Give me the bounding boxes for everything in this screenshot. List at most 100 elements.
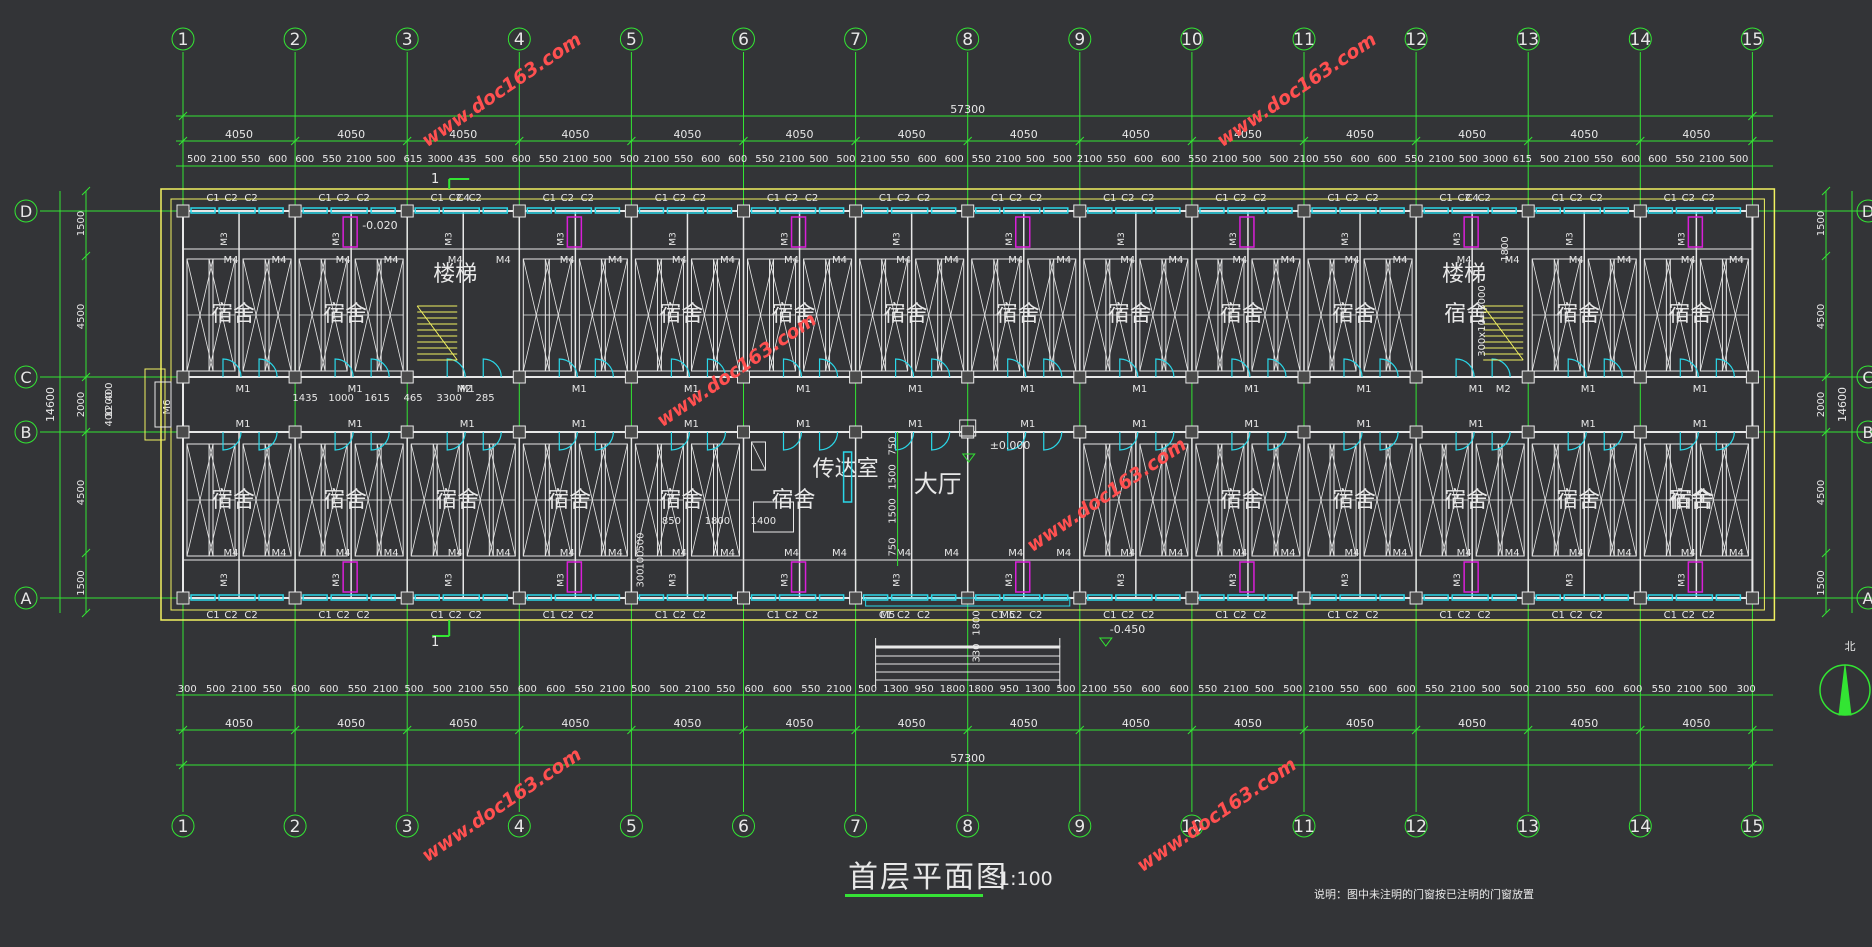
detail-dim-top: 550 xyxy=(1323,154,1342,165)
axis-bubble xyxy=(1856,199,1872,223)
window xyxy=(370,594,396,601)
window-label: C2 xyxy=(1457,610,1470,621)
door-label: M4 xyxy=(336,548,351,559)
corridor-dim: 400 xyxy=(104,407,115,426)
door-label: M1 xyxy=(348,419,363,430)
axis-number-label: 6 xyxy=(738,30,749,50)
door-label: M3 xyxy=(1341,573,1351,587)
window xyxy=(1675,207,1714,214)
window xyxy=(750,207,777,214)
window xyxy=(1535,207,1561,214)
door-label: M4 xyxy=(1457,548,1472,559)
hall-dim: 750 xyxy=(888,436,899,455)
door-swing xyxy=(895,358,915,378)
door-swing xyxy=(782,358,803,378)
window xyxy=(554,207,593,214)
axis-letter-label: A xyxy=(1863,589,1872,608)
window xyxy=(442,207,480,214)
window-label: C2 xyxy=(1682,610,1695,621)
dimension-tick xyxy=(627,136,636,146)
door-label: M4 xyxy=(1345,255,1360,266)
door-label: M4 xyxy=(496,255,511,266)
door-swing xyxy=(258,358,278,378)
dimension-tick xyxy=(1075,725,1085,735)
detail-dim-bottom: 600 xyxy=(1170,684,1189,695)
window xyxy=(1339,207,1377,214)
window xyxy=(666,207,705,214)
axis-number-label: 13 xyxy=(1517,817,1539,837)
axis-bubble xyxy=(619,814,643,838)
detail-dim-bottom: 500 xyxy=(1510,684,1529,695)
window xyxy=(330,594,368,601)
door-label: M3 xyxy=(668,232,678,246)
detail-dim-top: 2100 xyxy=(996,154,1021,165)
room-label-stair: 楼梯 xyxy=(1442,262,1486,287)
room-label-dorm: 宿舍 xyxy=(1220,488,1264,513)
detail-dim-bottom: 550 xyxy=(1340,684,1359,695)
structural-column xyxy=(624,370,638,384)
axis-number-label: 9 xyxy=(1074,817,1085,837)
door-label: M3 xyxy=(332,573,342,587)
door-label: M3 xyxy=(1005,232,1015,246)
side-entrance xyxy=(144,368,166,441)
axis-bubble xyxy=(171,27,195,51)
door-label: M3 xyxy=(1117,573,1127,587)
detail-dim-top: 600 xyxy=(268,154,287,165)
guard-cabinet xyxy=(751,441,766,471)
detail-dim-bottom: 600 xyxy=(546,684,565,695)
door-label: M1 xyxy=(796,419,811,430)
room-label-dorm: 宿舍 xyxy=(323,302,367,327)
door-swing xyxy=(482,358,502,378)
door-label: M3 xyxy=(1565,573,1575,587)
dimension-tick xyxy=(1748,136,1757,146)
door-label: M1 xyxy=(796,384,811,395)
window-label: C2 xyxy=(1457,193,1470,204)
door-label: M1 xyxy=(1132,419,1147,430)
door-swing xyxy=(1343,431,1363,451)
bay-dim-top: 4050 xyxy=(673,128,701,141)
window-label: C2 xyxy=(336,610,349,621)
door-swing xyxy=(818,358,839,378)
door-swing xyxy=(594,358,614,378)
window-label: C1 xyxy=(206,610,219,621)
window-label: C1 xyxy=(543,193,556,204)
door-swing xyxy=(1679,431,1699,451)
window-label: C2 xyxy=(805,193,818,204)
door-label: M4 xyxy=(1168,255,1183,266)
axis-number-label: 13 xyxy=(1517,30,1539,50)
detail-dim-top: 600 xyxy=(512,154,531,165)
axis-bubble xyxy=(844,814,868,838)
door-label: M4 xyxy=(1120,255,1135,266)
hall-dim: 1500 xyxy=(888,498,899,523)
detail-dim-bottom: 950 xyxy=(1000,684,1019,695)
structural-column xyxy=(737,204,750,218)
detail-dim-top: 500 xyxy=(1242,154,1261,165)
window xyxy=(1423,594,1449,601)
detail-dim-bottom: 600 xyxy=(518,684,537,695)
door-label: M4 xyxy=(944,255,959,266)
structural-column xyxy=(1633,204,1647,218)
window-label: C2 xyxy=(1029,610,1042,621)
axis-bubble xyxy=(1180,27,1204,51)
window-label: C2 xyxy=(1009,193,1022,204)
window xyxy=(1563,594,1601,601)
axis-number-label: 4 xyxy=(514,817,525,837)
window xyxy=(1115,594,1153,601)
window xyxy=(190,594,216,601)
window-label: C2 xyxy=(1570,193,1583,204)
axis-letter-label: C xyxy=(20,368,31,387)
door-label: M3 xyxy=(556,573,566,587)
door-swing xyxy=(222,358,242,378)
detail-dim-top: 2100 xyxy=(1564,154,1589,165)
door-label: M1 xyxy=(1693,384,1708,395)
door-swing xyxy=(1379,431,1399,451)
bay-dim-bottom: 4050 xyxy=(898,717,926,730)
window-label: C2 xyxy=(561,193,574,204)
door-swing xyxy=(558,358,578,378)
structural-column xyxy=(1745,370,1759,384)
axis-bubble xyxy=(619,27,643,51)
door-label: M4 xyxy=(1457,255,1472,266)
door-label: M3 xyxy=(893,573,903,587)
door-swing xyxy=(1679,358,1699,378)
structural-column xyxy=(1073,591,1087,605)
